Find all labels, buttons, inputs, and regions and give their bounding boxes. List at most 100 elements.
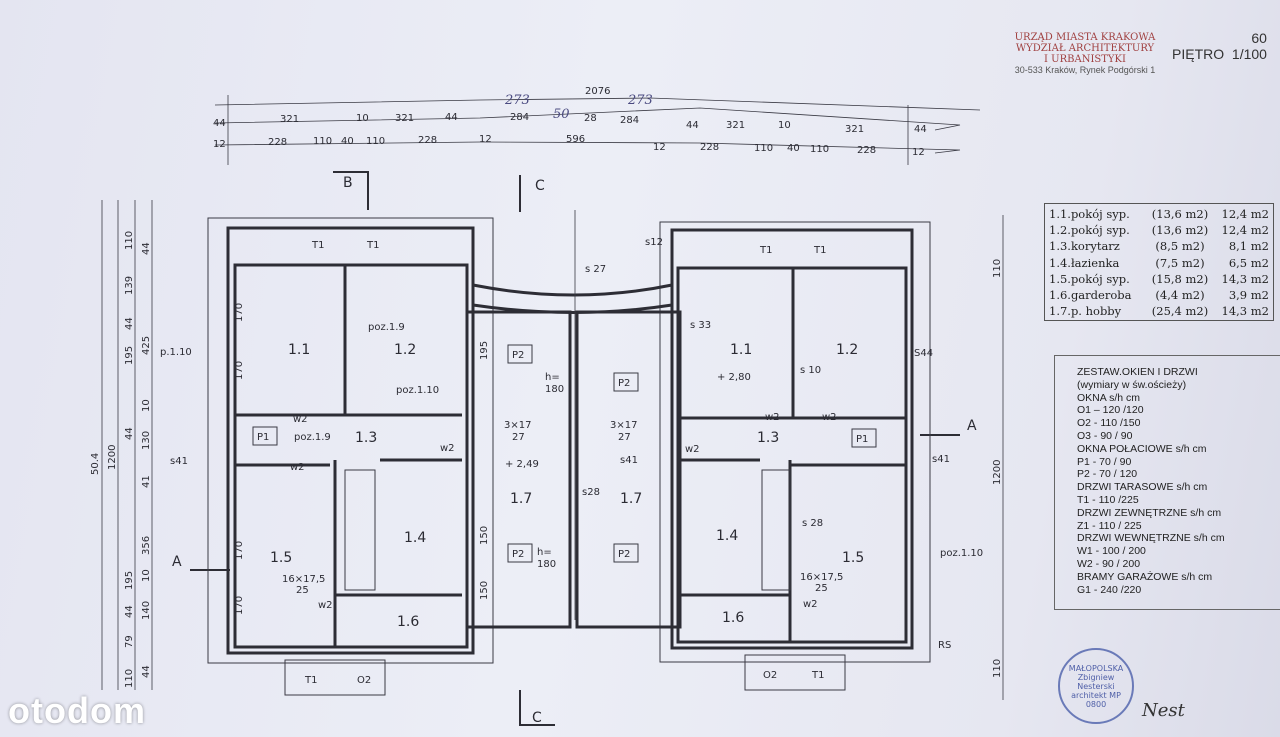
room-1-6-left: 1.6	[397, 614, 419, 630]
plan-label: 195	[124, 346, 135, 365]
plan-label: 40	[341, 136, 354, 147]
room-1-3-left: 1.3	[355, 430, 377, 446]
table-row: 1.3.korytarz(8,5 m2)8,1 m2	[1049, 239, 1269, 254]
plan-label: 12	[213, 139, 226, 150]
plan-label: 27	[618, 432, 631, 443]
plan-label: 28	[584, 113, 597, 124]
plan-label: 16×17,5	[282, 574, 325, 585]
plan-label: w2	[440, 443, 455, 454]
plan-label: 1200	[992, 460, 1003, 485]
plan-label: 321	[280, 114, 299, 125]
plan-label: T1	[304, 675, 317, 686]
room-1-4-right: 1.4	[716, 528, 738, 544]
plan-label: poz.1.9	[368, 322, 405, 333]
plan-label: 321	[395, 113, 414, 124]
left-dimensions: 110 139 44 195 44 195 44 79 110 44 425 1…	[90, 200, 1004, 700]
plan-label: 50.4	[90, 453, 101, 475]
plan-label: T1	[813, 245, 826, 256]
plan-label: 596	[566, 134, 585, 145]
plan-label: 25	[296, 585, 309, 596]
room-1-7-left: 1.7	[510, 491, 532, 507]
room-1-2-left: 1.2	[394, 342, 416, 358]
plan-label: 44	[124, 605, 135, 618]
plan-label: 170	[234, 361, 245, 380]
plan-label: s 27	[585, 264, 606, 275]
plan-label: C	[532, 710, 542, 726]
plan-label: s 28	[802, 518, 823, 529]
table-row: 1.6.garderoba(4,4 m2)3,9 m2	[1049, 288, 1269, 303]
plan-label: T1	[366, 240, 379, 251]
plan-label: RS	[938, 640, 951, 651]
plan-label: w2	[685, 444, 700, 455]
dim-handwritten: 273	[627, 93, 653, 108]
plan-label: 12	[653, 142, 666, 153]
plan-label: 25	[815, 583, 828, 594]
plan-label: 110	[313, 136, 332, 147]
room-1-7-right: 1.7	[620, 491, 642, 507]
plan-label: 180	[545, 384, 564, 395]
plan-label: w2	[803, 599, 818, 610]
signature: Nest	[1142, 700, 1185, 721]
plan-label: 195	[124, 571, 135, 590]
plan-label: 130	[141, 431, 152, 450]
plan-label: h=	[545, 372, 560, 383]
plan-label: P1	[856, 434, 868, 445]
room-1-5-right: 1.5	[842, 550, 864, 566]
plan-label: A	[967, 418, 977, 434]
otodom-watermark: otodom	[8, 690, 146, 731]
plan-label: 44	[141, 665, 152, 678]
plan-label: s41	[170, 456, 188, 467]
plan-label: 44	[914, 124, 927, 135]
plan-label: + 2,49	[505, 459, 539, 470]
walls	[207, 210, 931, 696]
plan-label: 12	[479, 134, 492, 145]
plan-label: poz.1.10	[940, 548, 983, 559]
plan-label: O2	[763, 670, 777, 681]
plan-label: 10	[356, 113, 369, 124]
plan-label: T1	[311, 240, 324, 251]
window-door-legend: ZESTAW.OKIEN I DRZWI(wymiary w św.oścież…	[1054, 355, 1280, 610]
plan-label: s 33	[690, 320, 711, 331]
table-row: 1.1.pokój syp.(13,6 m2)12,4 m2	[1049, 207, 1269, 222]
plan-label: poz.1.9	[294, 432, 331, 443]
plan-label: A	[172, 554, 182, 570]
plan-label: 110	[366, 136, 385, 147]
architect-seal: MAŁOPOLSKA Zbigniew Nesterski architekt …	[1058, 648, 1134, 724]
plan-label: 170	[234, 596, 245, 615]
plan-label: 44	[124, 427, 135, 440]
plan-label: 321	[726, 120, 745, 131]
room-area-table: 1.1.pokój syp.(13,6 m2)12,4 m2 1.2.pokój…	[1044, 203, 1274, 321]
top-dimensions: 2076 273 273 50 44 321 10 321 44 284 28 …	[213, 86, 981, 165]
plan-label: 150	[479, 581, 490, 600]
plan-label: 110	[992, 259, 1003, 278]
plan-label: C	[535, 178, 545, 194]
plan-label: + 2,80	[717, 372, 751, 383]
plan-label: 44	[213, 118, 226, 129]
plan-label: 228	[700, 142, 719, 153]
plan-label: poz.1.10	[396, 385, 439, 396]
table-row: 1.2.pokój syp.(13,6 m2)12,4 m2	[1049, 223, 1269, 238]
plan-label: w2	[318, 600, 333, 611]
room-labels: 1.1 1.2 1.3 1.4 1.5 1.6 1.7 1.7 1.1 1.2 …	[160, 237, 983, 686]
plan-label: 140	[141, 601, 152, 620]
dim-total: 2076	[585, 86, 610, 97]
plan-label: s 10	[800, 365, 821, 376]
plan-label: 41	[141, 475, 152, 488]
plan-label: 356	[141, 536, 152, 555]
room-1-3-right: 1.3	[757, 430, 779, 446]
plan-label: s41	[620, 455, 638, 466]
room-1-1-right: 1.1	[730, 342, 752, 358]
floor-label: PIĘTRO	[1172, 46, 1225, 62]
plan-label: 44	[686, 120, 699, 131]
plan-label: P2	[512, 549, 524, 560]
room-1-4-left: 1.4	[404, 530, 426, 546]
plan-label: 44	[124, 317, 135, 330]
plan-label: 79	[124, 635, 135, 648]
plan-label: w2	[293, 414, 308, 425]
plan-label: S44	[914, 348, 933, 359]
room-1-2-right: 1.2	[836, 342, 858, 358]
plan-label: 27	[512, 432, 525, 443]
plan-label: T1	[759, 245, 772, 256]
plan-label: P2	[618, 378, 630, 389]
